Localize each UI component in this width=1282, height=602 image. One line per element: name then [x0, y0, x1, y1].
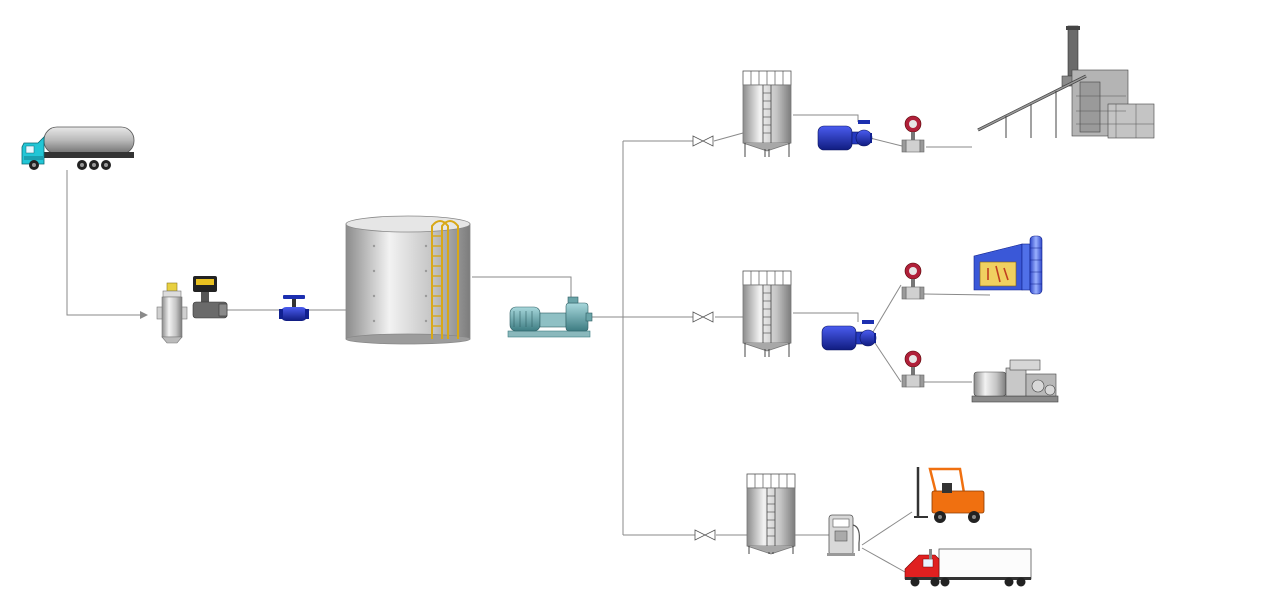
flowmeter-icon [901, 115, 925, 153]
day-tank-icon [742, 270, 792, 357]
pipe-pump2-to-meters [872, 284, 902, 383]
pipe-pump1-to-meter1 [869, 137, 903, 147]
pipe-arrow [140, 311, 148, 319]
pipe-meter2a-to-boiler [923, 293, 991, 296]
pipe-daytank1-to-pump1 [793, 114, 859, 122]
flowmeter-icon [901, 350, 925, 388]
pipe-tank-to-pump [472, 276, 572, 298]
pipe-dispenser-to-vehicles [861, 511, 913, 573]
power-plant-icon [977, 25, 1155, 139]
butterfly-valve-icon [692, 135, 714, 147]
storage-tank-icon [345, 215, 471, 345]
tanker-truck-icon [21, 126, 135, 170]
pipe-branch-1 [623, 132, 744, 142]
centrifugal-pump-icon [821, 320, 877, 351]
flowmeter-icon [192, 276, 228, 319]
filter-icon [156, 282, 188, 344]
boiler-icon [973, 235, 1043, 295]
pipe-truck-to-filter [66, 170, 143, 316]
day-tank-icon [746, 473, 796, 555]
centrifugal-pump-icon [817, 120, 873, 151]
day-tank-icon [742, 70, 792, 157]
generator-icon [971, 359, 1059, 403]
flowmeter-icon [901, 262, 925, 300]
semi-truck-icon [904, 548, 1032, 587]
butterfly-valve-icon [694, 529, 716, 541]
fuel-dispenser-icon [827, 514, 860, 556]
butterfly-valve-icon [692, 311, 714, 323]
motor-pump-icon [507, 296, 593, 338]
pipe-daytank2-to-pump2 [793, 312, 859, 322]
forklift-icon [914, 467, 985, 523]
gate-valve-icon [279, 295, 309, 321]
pipe-network [66, 114, 991, 573]
